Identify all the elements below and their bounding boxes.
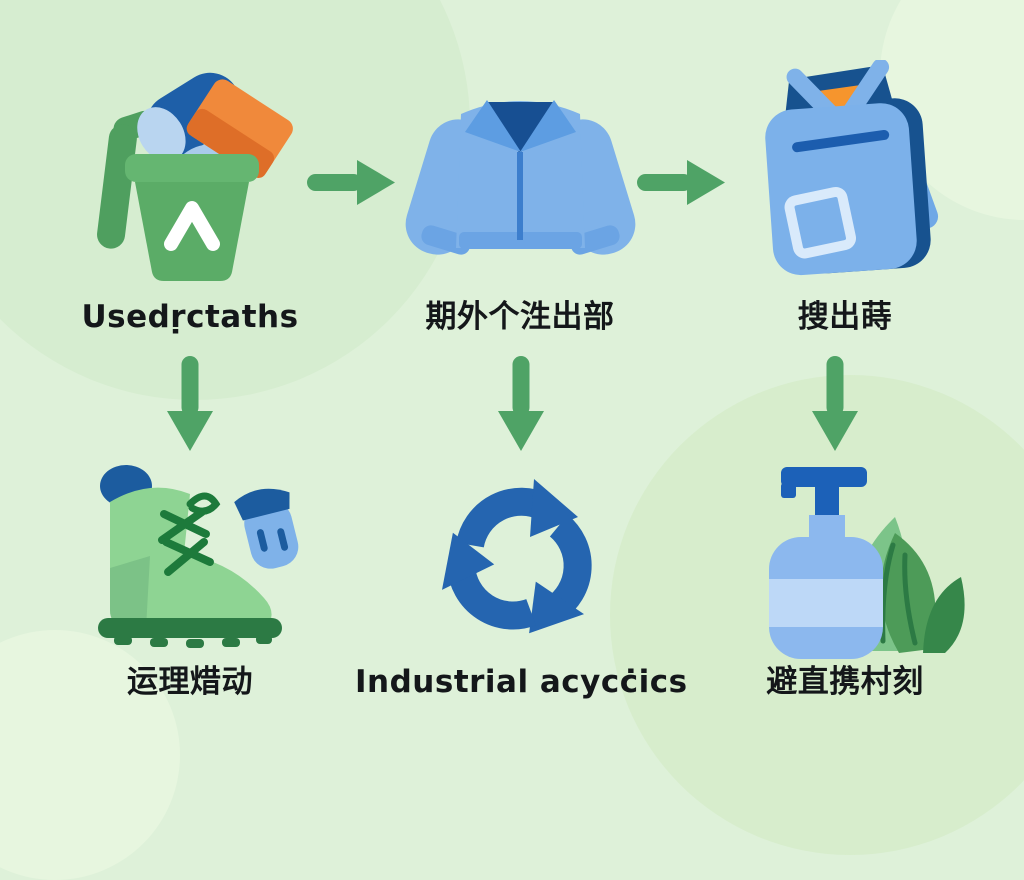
lotion-bottle-leaves-icon — [680, 445, 1010, 660]
node-label-recycling: Industrial acycċics — [355, 664, 688, 700]
node-label-jacket: 期外个泩出部 — [425, 299, 615, 335]
node-label-used-clothes: Usedṛctaths — [81, 299, 299, 335]
node-label-eco-bottle: 避直携村刻 — [766, 664, 924, 700]
arrow-right-icon — [633, 153, 728, 211]
arrow-down-icon — [492, 352, 550, 454]
clothes-bin-icon — [25, 50, 355, 295]
donation-bag-icon — [680, 50, 1010, 295]
node-label-boots: 运理焟动 — [127, 664, 253, 700]
arrow-down-icon — [161, 352, 219, 454]
node-label-donation-bag: 搜出蒔 — [797, 299, 893, 335]
arrow-right-icon — [303, 153, 398, 211]
node-eco-bottle: 避直携村刻 — [680, 445, 1010, 702]
node-used-clothes-bin: Usedṛctaths — [25, 50, 355, 337]
node-recycling: Industrial acycċics — [355, 445, 688, 702]
node-donation-bag: 搜出蒔 — [680, 50, 1010, 337]
node-boots: 运理焟动 — [25, 445, 355, 702]
recycling-arrows-icon — [355, 445, 685, 660]
arrow-down-icon — [806, 352, 864, 454]
node-jacket: 期外个泩出部 — [355, 50, 685, 337]
boots-icon — [25, 445, 355, 660]
jacket-icon — [355, 50, 685, 295]
